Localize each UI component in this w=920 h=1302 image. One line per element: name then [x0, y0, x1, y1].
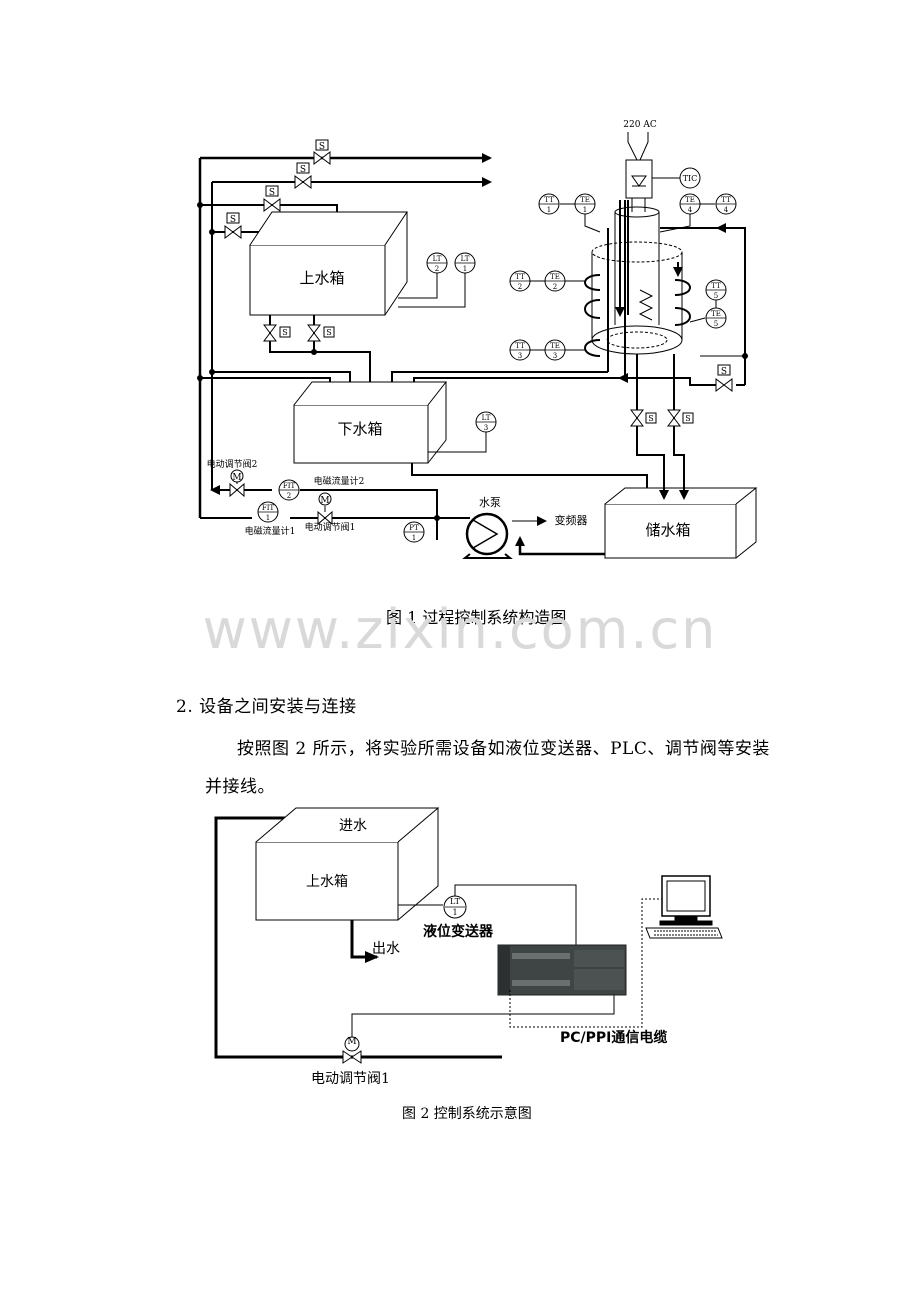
lower-tank [293, 381, 448, 464]
flowmeter-2-label: 电磁流量计2 [314, 475, 365, 487]
section-heading: 2. 设备之间安装与连接 [176, 697, 357, 717]
inverter-label: 变频器 [555, 513, 588, 527]
elec-valve-2-label: 电动调节阀2 [207, 458, 258, 470]
fig2-lt-tag: LT [450, 897, 460, 906]
fig2-outlet-label: 出水 [372, 941, 400, 957]
instrument-number: 4 [688, 206, 693, 214]
elec-valve-1-label: 电动调节阀1 [305, 521, 356, 533]
upper-tank-label: 上水箱 [299, 269, 344, 287]
instrument-tt-1: TT 1 [538, 193, 560, 215]
instrument-number: 1 [412, 534, 416, 542]
instrument-number: 3 [518, 352, 522, 360]
instrument-number: 2 [518, 283, 522, 291]
instrument-tag: LT [461, 255, 470, 263]
instrument-number: 2 [435, 265, 439, 273]
svg-text:S: S [685, 414, 690, 423]
paragraph-line-2: 并接线。 [205, 777, 275, 797]
instrument-tag: TT [515, 342, 525, 350]
instrument-number: 1 [583, 206, 587, 214]
instrument-number: 2 [287, 492, 291, 500]
instrument-tt-5: TT 5 [705, 279, 727, 301]
tic-label: TIC [683, 174, 698, 183]
instrument-lt-3: LT 3 [475, 411, 497, 433]
figure1-diagram: S S S S 上水箱 S S 下水箱 [197, 120, 758, 559]
instrument-tag: FIT [262, 504, 275, 512]
upper-tank [249, 211, 408, 316]
watermark: www.zixin.com.cn [202, 598, 718, 661]
instrument-number: 1 [463, 265, 467, 273]
instrument-te-3: TE 3 [544, 339, 566, 361]
figure1-caption: 图 1 过程控制系统构造图 [386, 608, 567, 627]
fig2-upper-tank-label: 上水箱 [306, 874, 348, 890]
instrument-tag: TE [550, 273, 560, 281]
instrument-fit-2: FIT 2 [278, 479, 300, 501]
instrument-tag: PT [409, 524, 419, 532]
svg-text:S: S [269, 188, 275, 198]
paragraph-line-1: 按照图 2 所示，将实验所需设备如液位变送器、PLC、调节阀等安装 [237, 739, 770, 759]
instrument-lt-2: LT 2 [426, 252, 448, 274]
figure2-caption: 图 2 控制系统示意图 [402, 1106, 532, 1122]
svg-text:M: M [232, 473, 241, 483]
instrument-tag: TE [711, 310, 721, 318]
fig2-motor-m: M [347, 1037, 357, 1047]
instrument-number: 3 [484, 424, 488, 432]
pump-label: 水泵 [479, 496, 501, 509]
lower-tank-label: 下水箱 [337, 420, 382, 438]
instrument-tag: TT [711, 282, 721, 290]
instrument-tag: LT [482, 414, 491, 422]
fig2-valve-label: 电动调节阀1 [311, 1071, 390, 1087]
plc-unit [497, 944, 627, 996]
instrument-te-5: TE 5 [705, 307, 727, 329]
instrument-tt-2: TT 2 [509, 270, 531, 292]
svg-text:S: S [282, 328, 287, 337]
instrument-tag: TT [721, 196, 731, 204]
cable-label: PC/PPI通信电缆 [560, 1030, 668, 1046]
instrument-number: 5 [714, 292, 718, 300]
svg-text:S: S [648, 414, 653, 423]
instrument-number: 5 [714, 320, 718, 328]
instrument-te-4: TE 4 [679, 193, 701, 215]
instrument-number: 3 [553, 352, 557, 360]
solenoid-valves-top [224, 139, 331, 239]
fig2-inlet-label: 进水 [339, 818, 367, 834]
power-label: 220 AC [623, 120, 657, 130]
svg-text:S: S [326, 328, 331, 337]
instrument-number: 1 [547, 206, 551, 214]
instrument-te-2: TE 2 [544, 270, 566, 292]
storage-tank-label: 储水箱 [645, 521, 690, 539]
instrument-tt-3: TT 3 [509, 339, 531, 361]
svg-text:S: S [230, 215, 236, 225]
instrument-fit-1: FIT 1 [257, 501, 279, 523]
instrument-tag: TE [550, 342, 560, 350]
instrument-tag: FIT [283, 482, 296, 490]
svg-text:M: M [320, 496, 329, 506]
fig2-motor-valve [342, 1050, 362, 1064]
instrument-number: 2 [553, 283, 557, 291]
instrument-tag: LT [433, 255, 442, 263]
fig2-lt-num: 1 [452, 908, 458, 917]
svg-text:S: S [721, 367, 727, 377]
flowmeter-1-label: 电磁流量计1 [245, 525, 296, 537]
instrument-te-1: TE 1 [574, 193, 596, 215]
level-transmitter-label: 液位变送器 [423, 924, 493, 940]
heater-boiler [584, 206, 691, 357]
instrument-tt-4: TT 4 [715, 193, 737, 215]
svg-text:S: S [300, 165, 306, 175]
computer-icon [645, 875, 723, 939]
instrument-tag: TT [515, 273, 525, 281]
instrument-lt-1: LT 1 [454, 252, 476, 274]
instrument-tag: TE [580, 196, 590, 204]
instrument-tag: TE [685, 196, 695, 204]
instrument-number: 4 [724, 206, 729, 214]
instrument-number: 1 [266, 514, 270, 522]
pump [462, 512, 513, 559]
instrument-pt-1: PT 1 [403, 521, 425, 543]
instrument-tag: TT [544, 196, 554, 204]
valve-s-label: S [319, 142, 325, 152]
